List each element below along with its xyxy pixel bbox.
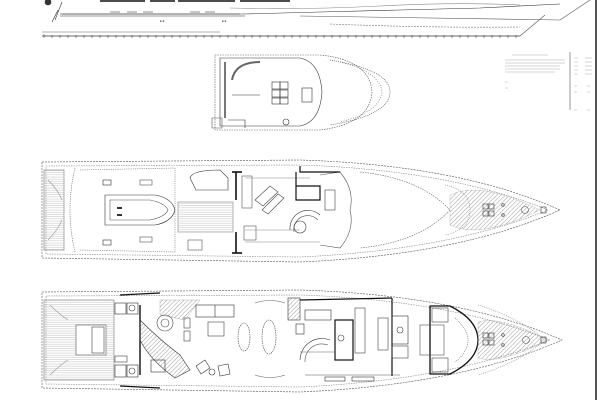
legend-block bbox=[505, 52, 592, 111]
svg-text:■ ■: ■ ■ bbox=[222, 19, 227, 23]
main-deck-plan bbox=[41, 289, 563, 393]
bridge-deck-plan bbox=[41, 159, 561, 263]
profile-view: ■ ■ ■ ■ bbox=[42, 0, 591, 38]
svg-text:■ ■: ■ ■ bbox=[160, 19, 165, 23]
sheet-border bbox=[595, 0, 597, 400]
sun-deck-plan bbox=[211, 54, 391, 131]
